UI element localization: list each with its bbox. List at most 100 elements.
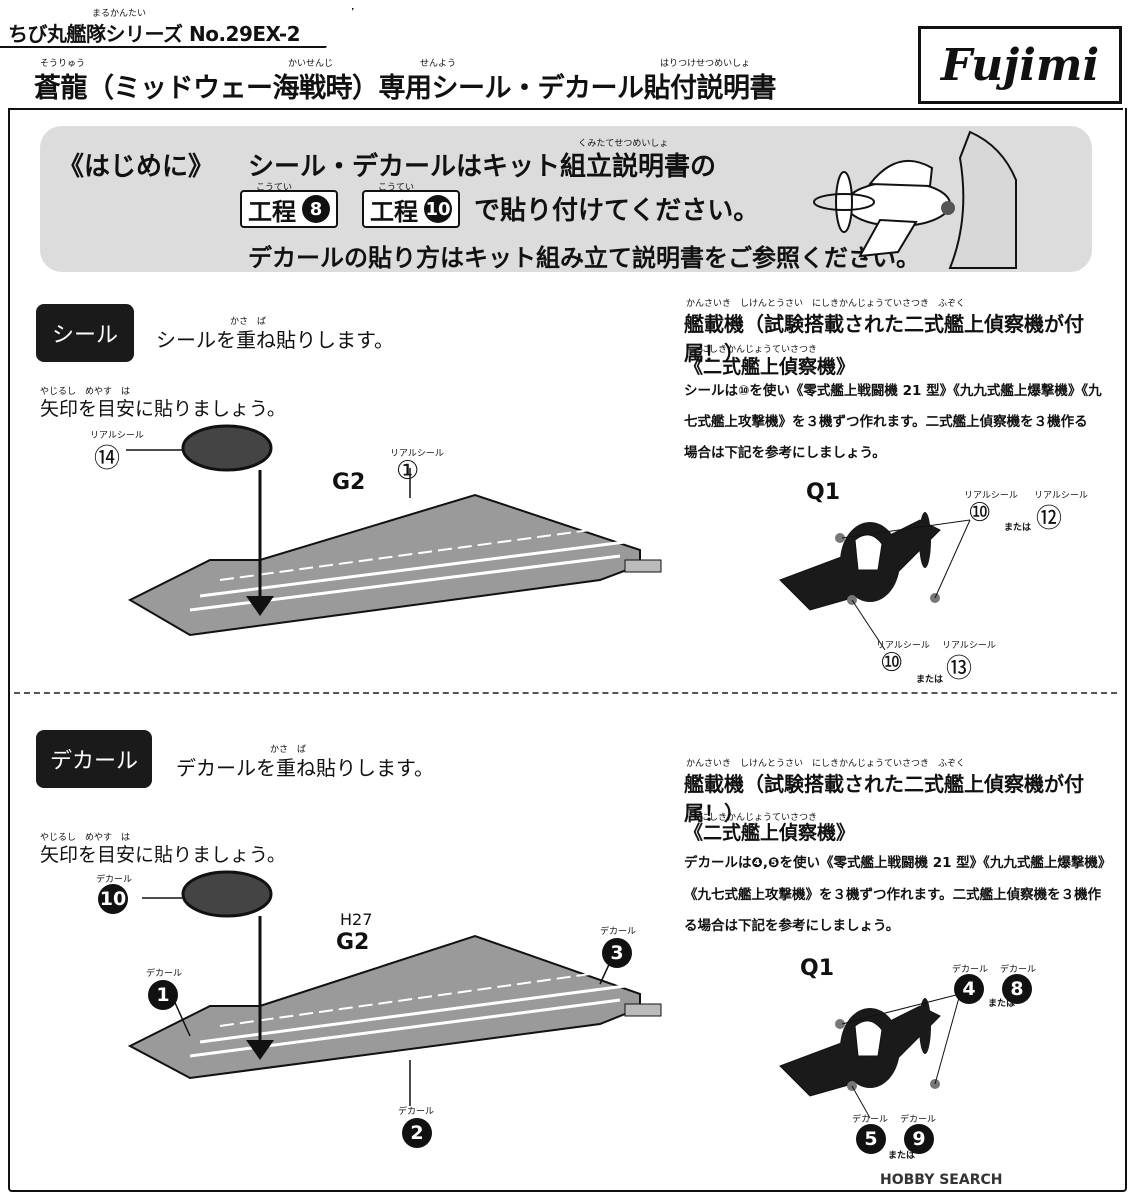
leader-line [934, 993, 961, 1085]
real-seal-label: リアルシール [942, 641, 996, 651]
decal-label: デカール [1000, 965, 1037, 975]
arrow-head-icon [246, 596, 274, 616]
step-ruby-a: こうてい [256, 183, 293, 193]
leader-line [841, 519, 971, 539]
part-sub-h27: H27 [340, 910, 373, 929]
plane-wing [858, 218, 918, 258]
seal-deck-illustration [126, 424, 662, 637]
series-tab [0, 8, 354, 48]
real-seal-label: リアルシール [90, 431, 144, 441]
decal-label: デカール [852, 1115, 889, 1125]
plane-canopy [854, 1020, 883, 1057]
real-seal-label: リアルシール [1034, 491, 1088, 501]
step-label: 工程 [248, 197, 296, 226]
seal-right-ruby: かんさいき しけんとうさい にしきかんじょうていさつき ふぞく [686, 299, 966, 309]
plane-label-q1: Q1 [800, 956, 835, 981]
step-ruby-b: こうてい [378, 183, 415, 193]
deck-line [199, 984, 626, 1044]
decal-right-sub-ruby: にしきかんじょうていさつき [700, 813, 818, 823]
decal-right-heading: 艦載機（試験搭載された二式艦上偵察機が付属！） [684, 772, 1084, 825]
hinomaru-icon [835, 533, 845, 543]
hand-shape [948, 130, 1017, 269]
seal-right-body1: シールは⑩を使い《零式艦上戦闘機 21 型》《九九式艦上爆撃機》《九 [684, 383, 1102, 399]
watermark: HOBBY SEARCH [880, 1172, 1003, 1188]
decal-label: デカール [952, 965, 989, 975]
intro-line2: で貼り付けてください。 [474, 196, 760, 226]
seal-right-heading: 艦載機（試験搭載された二式艦上偵察機が付属！） [684, 312, 1084, 365]
or-label: または [916, 675, 944, 685]
logo-text: Fujimi [940, 39, 1100, 91]
deck-tab [624, 559, 662, 573]
propeller-blade [813, 193, 875, 211]
or-label: または [988, 999, 1016, 1009]
decal-number-4: 4 [954, 974, 984, 1004]
intro-heading: 《はじめに》 [58, 152, 215, 182]
part-label-g2: G2 [336, 930, 370, 955]
decal-label: デカール [96, 875, 133, 885]
flight-deck [127, 493, 641, 637]
seal-number-13: ⑬ [946, 654, 973, 684]
decal-right-body2: 《九七式艦上攻撃機》を３機ずつ作れます。二式艦上偵察機を３機作 [684, 887, 1102, 903]
plane-body [845, 181, 951, 227]
decal-number-10: 10 [98, 884, 128, 914]
seal-tag: シール [36, 304, 134, 362]
decal-arrow-note: 矢印を目安に貼りましょう。 [40, 844, 286, 866]
decal-number-9: 9 [904, 1124, 934, 1154]
step-box-10: 工程 10 [362, 190, 460, 228]
seal-desc-ruby: かさ ば [230, 317, 267, 327]
propeller-icon [919, 998, 931, 1054]
decal-right-ruby: かんさいき しけんとうさい にしきかんじょうていさつき ふぞく [686, 759, 966, 769]
seal-number-1: ① [396, 456, 420, 486]
leader-line [934, 519, 971, 599]
decal-label: デカール [900, 1115, 937, 1125]
seal-right-body3: 場合は下記を参考にしましょう。 [684, 445, 886, 461]
seal-right-body2: 七式艦上攻撃機》を３機ずつ作れます。二式艦上偵察機を３機作る [684, 414, 1088, 430]
step-number: 10 [424, 195, 452, 223]
intro-plane-illustration [813, 130, 1017, 269]
decal-number-3: 3 [602, 938, 632, 968]
title-ruby-4: はりつけせつめいしょ [660, 59, 751, 69]
deck-tab [624, 1003, 662, 1017]
title-ruby-1: そうりゅう [40, 59, 86, 69]
decal-number-5: 5 [856, 1124, 886, 1154]
decal-number-2: 2 [402, 1118, 432, 1148]
decal-tag: デカール [36, 730, 152, 788]
seal-number-14: ⑭ [94, 444, 121, 474]
brand-logo: Fujimi [918, 26, 1122, 104]
decal-deck-illustration [127, 870, 662, 1106]
intro-line3: デカールの貼り方はキット組み立て説明書をご参照ください。 [248, 244, 920, 272]
seal-sticker-icon [181, 424, 273, 472]
decal-right-body1: デカールは❹,❺を使い《零式艦上戦闘機 21 型》《九九式艦上爆撃機》 [684, 855, 1112, 871]
step-label: 工程 [370, 197, 418, 226]
title-ruby-2: かいせんじ [288, 59, 334, 69]
deck-line [199, 540, 626, 598]
propeller-icon [919, 512, 931, 568]
hinomaru-icon [835, 1019, 845, 1029]
series-ruby: まるかんたい [92, 9, 147, 19]
seal-right-sub-ruby: にしきかんじょうていさつき [700, 345, 818, 355]
decal-plane-illustration [779, 993, 961, 1119]
plane-canopy [854, 534, 883, 571]
content-frame [8, 108, 1127, 1192]
seal-right-sub: 《二式艦上偵察機》 [684, 356, 856, 378]
seal-number-12: ⑫ [1036, 504, 1063, 534]
intro-ruby: くみたてせつめいしょ [578, 139, 669, 149]
title-ruby-3: せんよう [420, 59, 457, 69]
seal-desc: シールを重ね貼りします。 [156, 328, 394, 352]
seal-arrow-note: 矢印を目安に貼りましょう。 [40, 398, 286, 420]
decal-number-1: 1 [148, 980, 178, 1010]
or-label: または [1004, 523, 1032, 533]
seal-number-10b: ⑩ [880, 648, 904, 678]
section-divider [14, 692, 1117, 694]
plane-label-q1: Q1 [806, 480, 841, 505]
decal-arrow-ruby: やじるし めやす は [40, 833, 131, 843]
decal-desc-ruby: かさ ば [270, 745, 307, 755]
decal-right-body3: る場合は下記を参考にしましょう。 [684, 918, 900, 934]
hinomaru-icon [941, 201, 955, 215]
real-seal-label: リアルシール [876, 641, 930, 651]
part-label-g2: G2 [332, 470, 366, 495]
decal-number-8: 8 [1002, 974, 1032, 1004]
frame-top [8, 108, 1123, 110]
seal-number-10: ⑩ [968, 498, 992, 528]
intro-line1: シール・デカールはキット組立説明書の [248, 152, 717, 182]
